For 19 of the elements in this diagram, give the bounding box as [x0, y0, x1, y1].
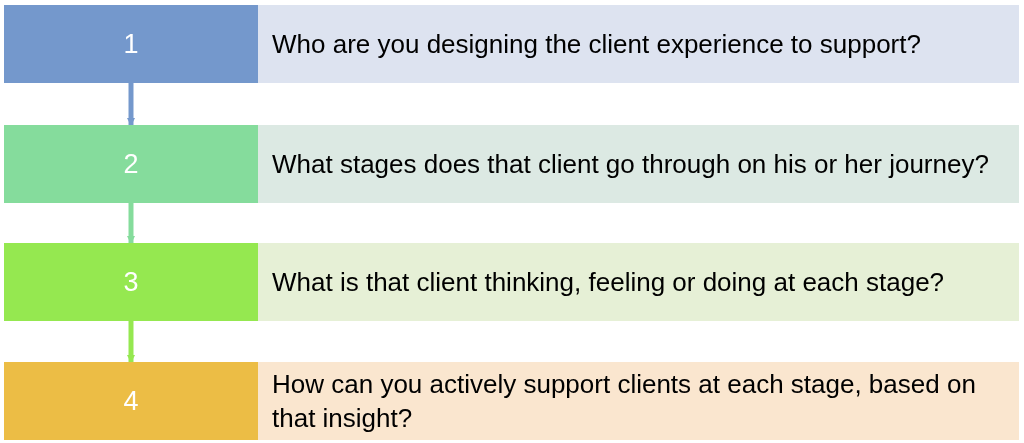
question-text: Who are you designing the client experience to support? [272, 28, 921, 61]
step-number-box [4, 125, 258, 203]
step-number: 4 [123, 384, 139, 418]
question-text: What stages does that client go through on his or her journey? [272, 148, 989, 181]
step-number-box [4, 243, 258, 321]
question-box [258, 5, 1019, 83]
arrow [127, 203, 135, 244]
question-box [258, 362, 1019, 440]
step-number: 2 [123, 147, 139, 181]
question-text: What is that client thinking, feeling or doing at each stage? [272, 266, 945, 299]
question-box [258, 243, 1019, 321]
step-number: 1 [123, 27, 139, 61]
step-number: 3 [123, 265, 139, 299]
question-text: How can you actively support clients at each stage, based on that insight? [272, 368, 977, 435]
question-box [258, 125, 1019, 203]
step-number-box [4, 5, 258, 83]
step-number-box [4, 362, 258, 440]
arrow [127, 83, 135, 126]
arrow [127, 321, 135, 363]
